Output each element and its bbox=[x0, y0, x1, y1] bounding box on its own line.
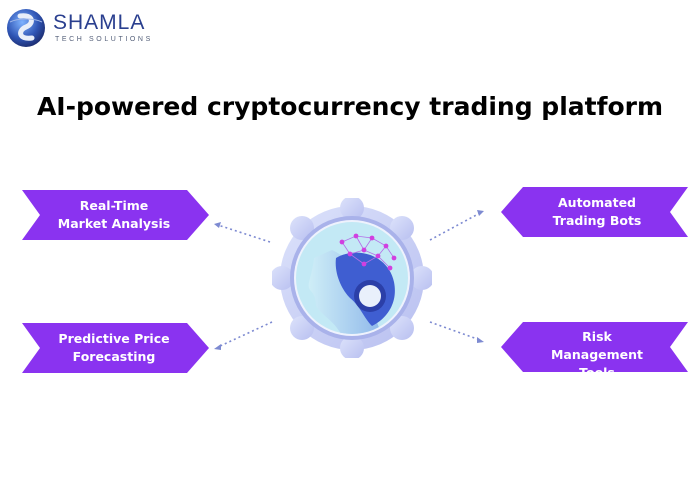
arrowhead-bottom-left bbox=[214, 344, 221, 350]
brand-tagline: TECH SOLUTIONS bbox=[55, 36, 153, 43]
page-title: AI-powered cryptocurrency trading platfo… bbox=[36, 92, 664, 121]
feature-label-top-left: Real-Time Market Analysis bbox=[57, 198, 171, 231]
feature-tag-bottom-left: Predictive Price Forecasting bbox=[22, 323, 209, 373]
globe-s-logo-icon bbox=[7, 9, 45, 47]
feature-tag-top-left: Real-Time Market Analysis bbox=[22, 190, 209, 240]
arrowhead-top-right bbox=[477, 210, 484, 216]
connector-bottom-left bbox=[217, 321, 273, 348]
connector-bottom-right bbox=[429, 321, 481, 341]
brand-logo: SHAMLA TECH SOLUTIONS bbox=[4, 4, 164, 50]
connector-top-left bbox=[217, 224, 271, 243]
brand-name: SHAMLA bbox=[53, 11, 146, 34]
arrowhead-top-left bbox=[214, 222, 221, 228]
feature-label-bottom-left: Predictive Price Forecasting bbox=[58, 331, 170, 364]
ai-hub bbox=[270, 196, 434, 360]
arrowhead-bottom-right bbox=[477, 337, 484, 343]
feature-tag-bottom-right: Risk Management Tools bbox=[501, 322, 688, 372]
connector-top-right bbox=[429, 212, 481, 241]
ai-brain-head-icon bbox=[270, 196, 434, 360]
feature-label-bottom-right: Risk Management Tools bbox=[550, 329, 643, 372]
feature-tag-top-right: Automated Trading Bots bbox=[501, 187, 688, 237]
feature-label-top-right: Automated Trading Bots bbox=[552, 195, 642, 228]
